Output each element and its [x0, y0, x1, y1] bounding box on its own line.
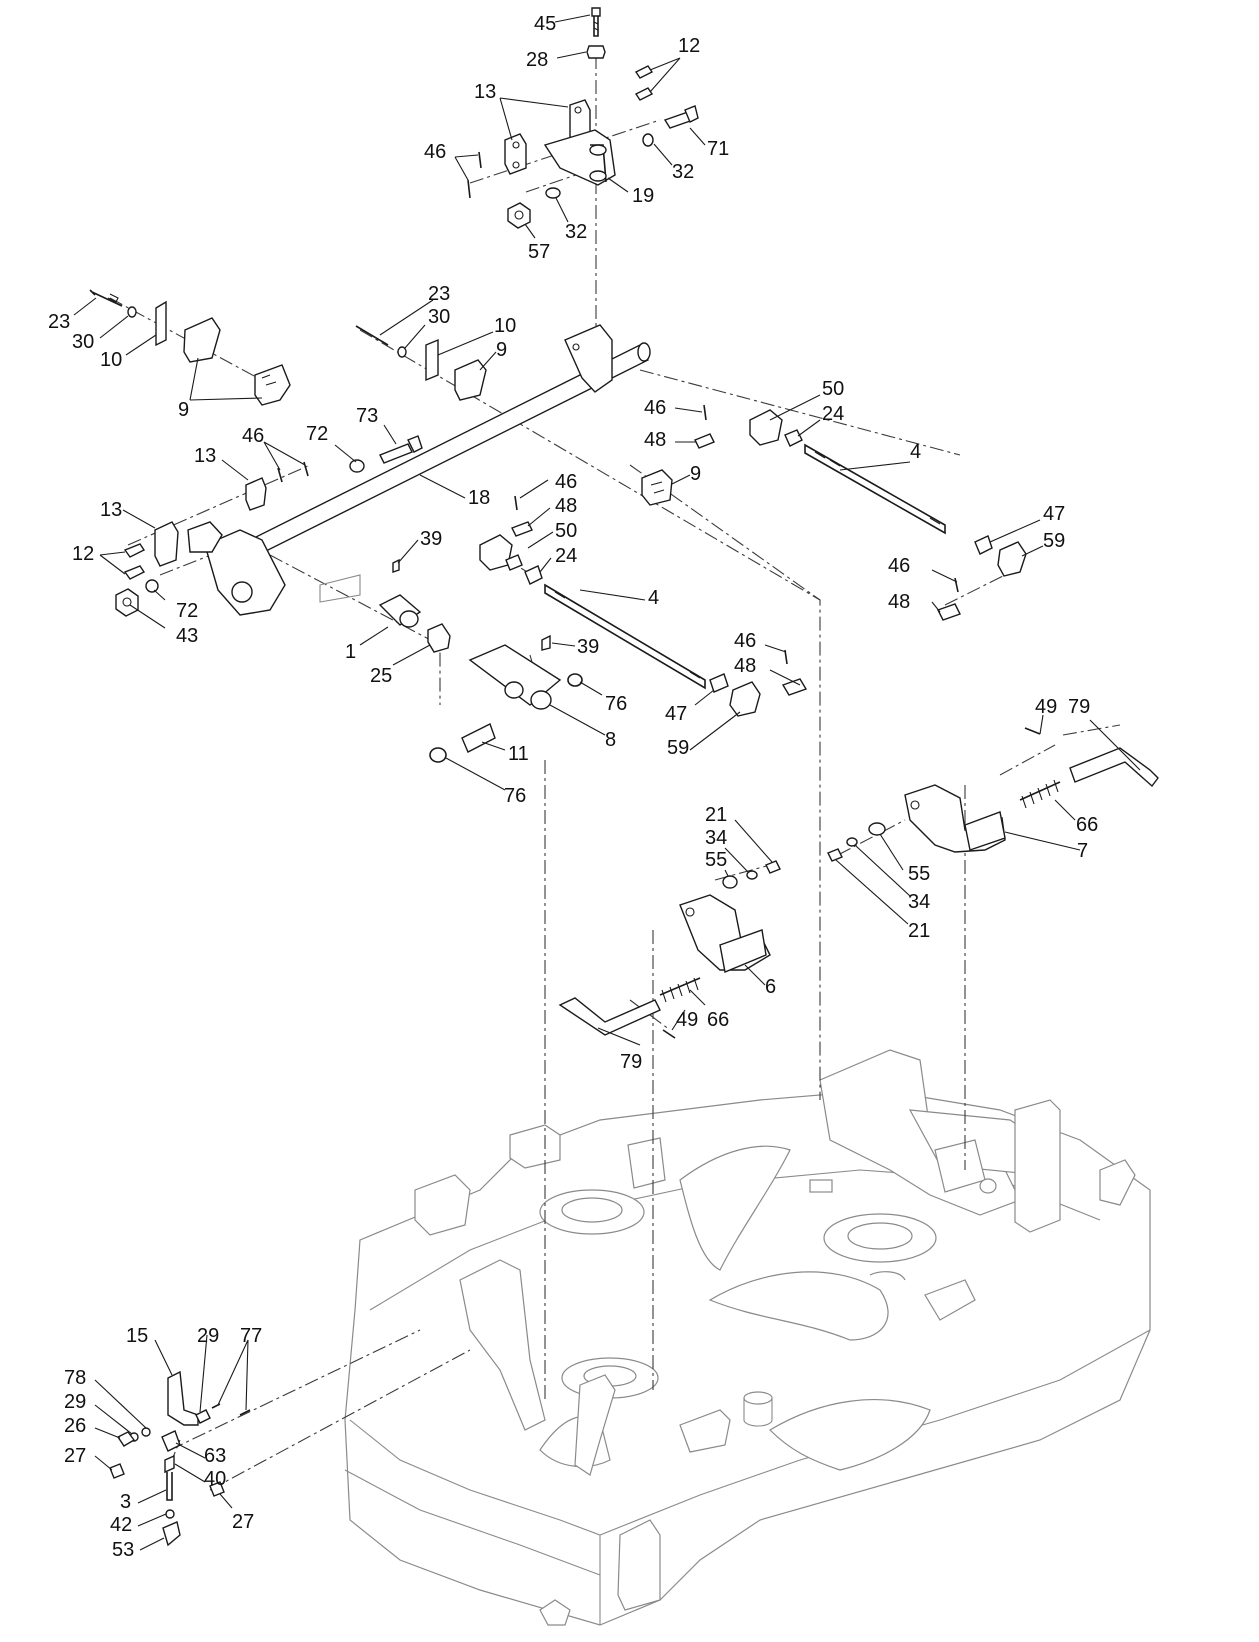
callout-c30a: 30	[72, 331, 94, 353]
callout-c24a: 24	[822, 403, 844, 425]
center-handle-group	[558, 860, 781, 1039]
callout-c72a: 72	[306, 423, 328, 445]
callout-c66a: 66	[1076, 814, 1098, 836]
callout-c23a: 23	[48, 311, 70, 333]
callout-c46b: 46	[644, 397, 666, 419]
callout-c49b: 49	[676, 1009, 698, 1031]
callout-c13a: 13	[474, 81, 496, 103]
upper-linkage	[467, 7, 699, 229]
callout-c27b: 27	[232, 1511, 254, 1533]
callout-c77: 77	[240, 1325, 262, 1347]
callout-c9b: 9	[496, 339, 507, 361]
callout-c76a: 76	[605, 693, 627, 715]
callout-c72b: 72	[176, 600, 198, 622]
callout-c34b: 34	[908, 891, 930, 913]
callout-c3: 3	[120, 1491, 131, 1513]
callout-c25: 25	[370, 665, 392, 687]
callout-c32a: 32	[672, 161, 694, 183]
lower-tie-rod	[479, 495, 808, 717]
callout-c50b: 50	[555, 520, 577, 542]
right-handle-group	[827, 727, 1159, 862]
callout-c9c: 9	[690, 463, 701, 485]
callout-c10b: 10	[494, 315, 516, 337]
callout-c34a: 34	[705, 827, 727, 849]
leader-lines	[73, 14, 1141, 1551]
callout-c53: 53	[112, 1539, 134, 1561]
callout-c29b: 29	[64, 1391, 86, 1413]
callout-c79a: 79	[1068, 696, 1090, 718]
left-clamp-group	[89, 289, 673, 506]
callout-c42: 42	[110, 1514, 132, 1536]
callout-c55a: 55	[705, 849, 727, 871]
callout-c39b: 39	[577, 636, 599, 658]
callout-c59a: 59	[1043, 530, 1065, 552]
callout-c39a: 39	[420, 528, 442, 550]
callout-c9a: 9	[178, 399, 189, 421]
callout-c40: 40	[204, 1468, 226, 1490]
callout-c48d: 48	[734, 655, 756, 677]
callout-c46e: 46	[888, 555, 910, 577]
callout-c79b: 79	[620, 1051, 642, 1073]
callout-c46d: 46	[555, 471, 577, 493]
callout-c50a: 50	[822, 378, 844, 400]
callout-c10a: 10	[100, 349, 122, 371]
callout-c55b: 55	[908, 863, 930, 885]
callout-c73: 73	[356, 405, 378, 427]
callout-c23b: 23	[428, 283, 450, 305]
callout-c29a: 29	[197, 1325, 219, 1347]
callout-c18: 18	[468, 487, 490, 509]
mower-deck	[344, 1049, 1151, 1626]
callout-c27a: 27	[64, 1445, 86, 1467]
callout-c47a: 47	[1043, 503, 1065, 525]
callout-c11: 11	[508, 743, 529, 765]
upper-tie-rod	[694, 404, 1027, 621]
callout-c28: 28	[526, 49, 548, 71]
callout-c26: 26	[64, 1415, 86, 1437]
callout-c7: 7	[1077, 840, 1088, 862]
callout-c15: 15	[126, 1325, 148, 1347]
main-shaft-assembly	[187, 324, 651, 616]
callout-c76b: 76	[504, 785, 526, 807]
callout-c1: 1	[345, 641, 356, 663]
callout-c48b: 48	[555, 495, 577, 517]
callout-c4b: 4	[648, 587, 659, 609]
callout-c43: 43	[176, 625, 198, 647]
callout-c6: 6	[765, 976, 776, 998]
callout-c30b: 30	[428, 306, 450, 328]
left-link-group	[115, 435, 423, 617]
callout-c48a: 48	[644, 429, 666, 451]
callout-c32b: 32	[565, 221, 587, 243]
callout-c46f: 46	[734, 630, 756, 652]
callout-c19: 19	[632, 185, 654, 207]
callout-c8: 8	[605, 729, 616, 751]
callout-c4a: 4	[910, 441, 921, 463]
callout-c13b: 13	[194, 445, 216, 467]
callout-c78: 78	[64, 1367, 86, 1389]
lower-left-link	[109, 1370, 251, 1547]
callout-c46c: 46	[242, 425, 264, 447]
callout-c66b: 66	[707, 1009, 729, 1031]
callout-c59b: 59	[667, 737, 689, 759]
callout-c47b: 47	[665, 703, 687, 725]
callout-c13c: 13	[100, 499, 122, 521]
cylinder-group	[378, 558, 583, 763]
callout-c21b: 21	[908, 920, 930, 942]
callout-c46a: 46	[424, 141, 446, 163]
callout-c24b: 24	[555, 545, 577, 567]
callout-c45: 45	[534, 13, 556, 35]
callout-c71: 71	[707, 138, 729, 160]
callout-c57: 57	[528, 241, 550, 263]
callout-c21a: 21	[705, 804, 727, 826]
callout-c49a: 49	[1035, 696, 1057, 718]
callout-c48c: 48	[888, 591, 910, 613]
callout-c12a: 12	[678, 35, 700, 57]
callout-c12b: 12	[72, 543, 94, 565]
callout-c63: 63	[204, 1445, 226, 1467]
